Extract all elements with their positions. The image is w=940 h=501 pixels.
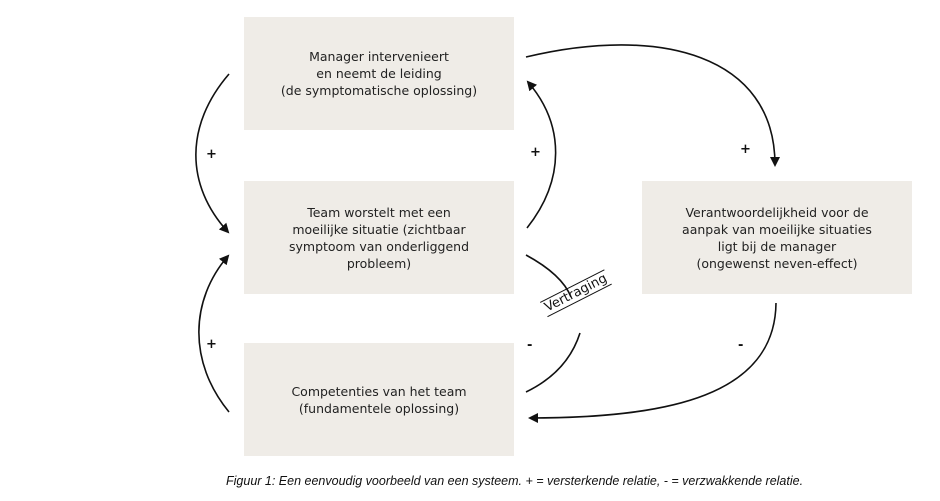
- sign-responsibility-to-competencies: -: [738, 338, 744, 353]
- node-manager-intervenes: Manager intervenieert en neemt de leidin…: [244, 17, 514, 130]
- node-competencies-label: Competenties van het team (fundamentele …: [291, 383, 467, 416]
- sign-team-to-competencies: -: [527, 338, 533, 353]
- link-responsibility-to-competencies: [528, 302, 777, 423]
- sign-team-to-manager: +: [530, 145, 541, 160]
- link-manager-to-responsibility: [525, 44, 780, 167]
- sign-competencies-to-team: +: [206, 337, 217, 352]
- node-team-struggles: Team worstelt met een moeilijke situatie…: [244, 181, 514, 294]
- sign-manager-to-responsibility: +: [740, 142, 751, 157]
- node-manager-label: Manager intervenieert en neemt de leidin…: [280, 49, 478, 98]
- link-delay-to-competencies: [525, 332, 581, 393]
- node-team-competencies: Competenties van het team (fundamentele …: [244, 343, 514, 456]
- link-competencies-to-team: [198, 254, 230, 413]
- sign-manager-to-team: +: [206, 147, 217, 162]
- node-responsibility-manager: Verantwoordelijkheid voor de aanpak van …: [642, 181, 912, 294]
- delay-label: Vertraging: [540, 269, 612, 318]
- node-responsibility-label: Verantwoordelijkheid voor de aanpak van …: [682, 204, 872, 271]
- figure-caption: Figuur 1: Een eenvoudig voorbeeld van ee…: [226, 474, 804, 488]
- node-team-label: Team worstelt met een moeilijke situatie…: [288, 204, 470, 271]
